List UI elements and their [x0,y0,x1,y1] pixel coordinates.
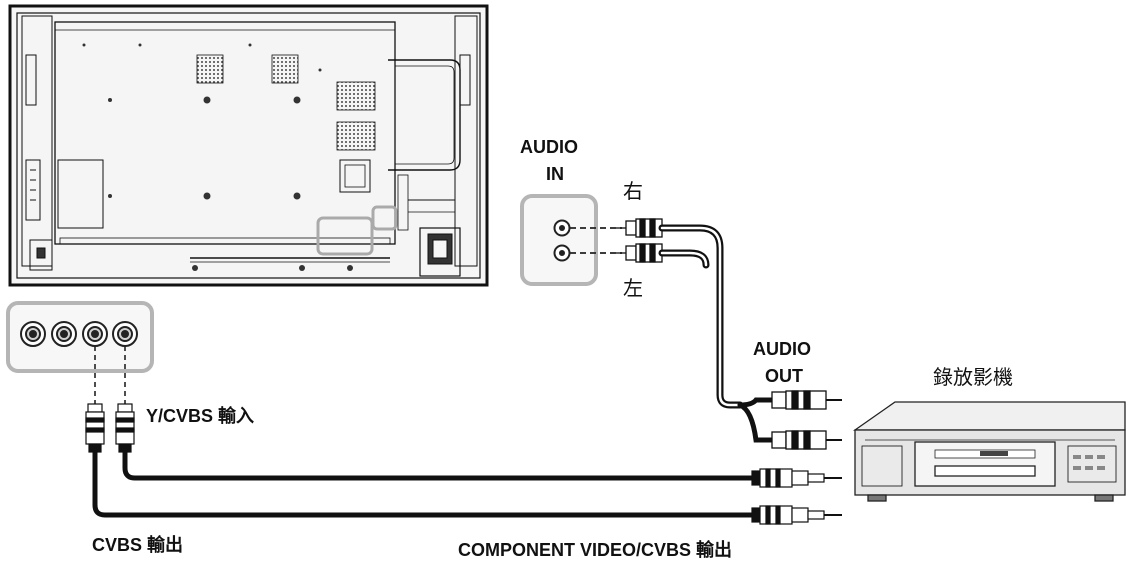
vcr-video-plugs [751,468,842,525]
cvbs-bnc-plug [85,403,105,453]
audio-in-left-jack [553,244,571,262]
video-port-highlight [316,216,374,256]
video-bnc-plugs [85,403,135,453]
audio-cable [658,224,775,443]
audio-in-label-line2: IN [546,164,564,184]
video-in-dashed-links [94,346,126,404]
component-video-out-label: COMPONENT VIDEO/CVBS 輸出 [458,540,733,560]
cvbs-cable [92,449,761,518]
bnc-port-2 [51,321,77,347]
audio-in-right-jack [553,219,571,237]
vcr-device [852,401,1126,502]
monitor-rear-panel [8,4,489,287]
left-channel-label: 左 [623,276,643,300]
audio-port-highlight [371,205,398,231]
right-channel-label: 右 [623,179,643,203]
audio-in-port-panel [520,194,598,286]
y-cvbs-cable [122,449,761,481]
bnc-port-1 [20,321,46,347]
video-in-port-panel [6,301,154,373]
audio-in-rca-plugs [616,218,663,263]
cvbs-out-label: CVBS 輸出 [92,535,184,555]
audio-in-label-line1: AUDIO [520,137,578,157]
audio-in-dashed-links [570,227,622,254]
bnc-port-3 [82,321,108,347]
audio-out-rca-plugs [771,390,842,450]
audio-out-label-line2: OUT [765,366,803,386]
video-cables [92,449,761,518]
y-cvbs-in-label: Y/CVBS 輸入 [146,406,255,426]
bnc-port-4 [112,321,138,347]
vcr-label: 錄放影機 [933,365,1013,389]
audio-out-label-line1: AUDIO [753,339,811,359]
y-cvbs-bnc-plug [115,403,135,453]
